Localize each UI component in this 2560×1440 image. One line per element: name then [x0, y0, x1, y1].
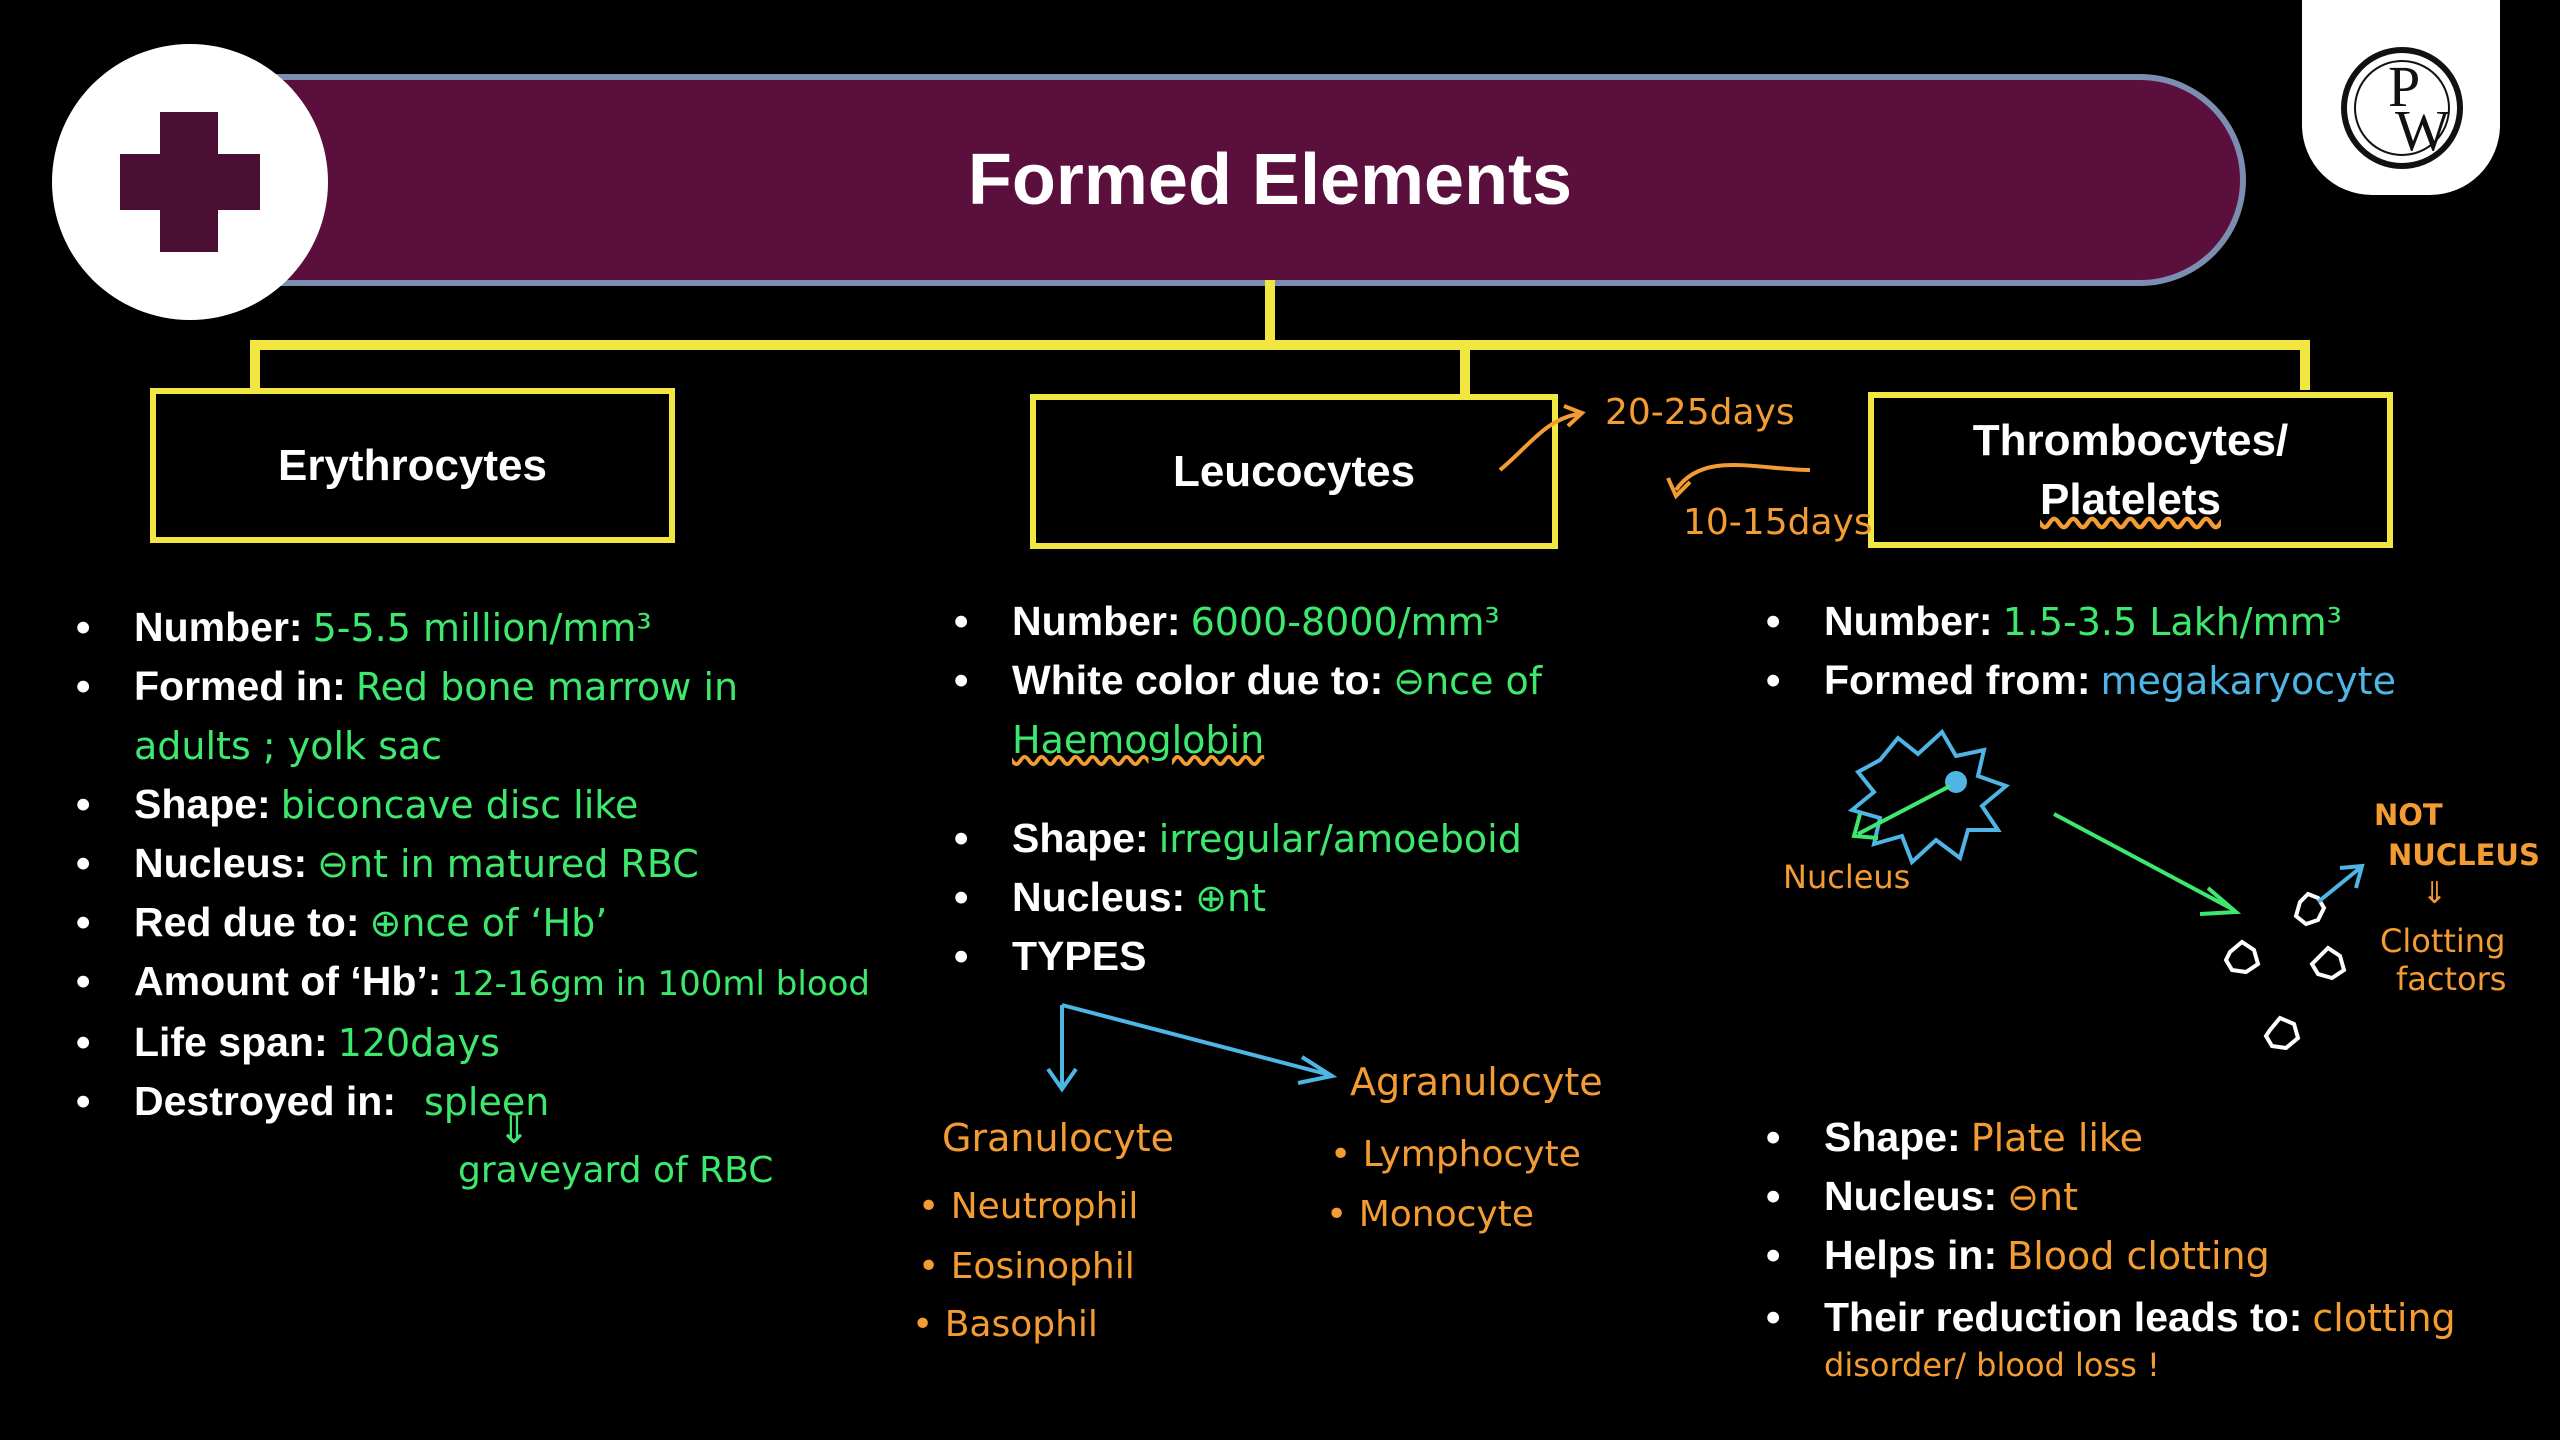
list-item: Number:5-5.5 million/mm³ [70, 598, 930, 657]
not-nucleus-arrow [2316, 866, 2362, 904]
thrombocytes-title-line1: Thrombocytes/ [1972, 415, 2289, 465]
erythrocytes-box: Erythrocytes [150, 388, 675, 543]
list-item: Nucleus:⊕nt [948, 868, 1708, 927]
clotting-factors-line1: Clotting [2380, 922, 2506, 960]
list-item: Life span:120days [70, 1013, 930, 1072]
list-item: Shape:irregular/amoeboid [948, 809, 1708, 868]
pw-logo-letter-w: W [2395, 98, 2450, 163]
granulocyte-title: Granulocyte [942, 1116, 1174, 1160]
leucocytes-facts: Number:6000-8000/mm³ White color due to:… [948, 592, 1708, 985]
list-item: • Lymphocyte [1330, 1134, 1581, 1175]
erythrocytes-title: Erythrocytes [277, 440, 547, 490]
platelet-icon [2223, 939, 2261, 975]
list-item: Nucleus:⊖nt in matured RBC [70, 834, 930, 893]
connector-thrombocytes [2300, 340, 2310, 390]
connector-erythrocytes [250, 340, 260, 390]
megakaryocyte-cell-icon [1847, 728, 2010, 866]
thrombocytes-facts-bottom: Shape:Plate like Nucleus:⊖nt Helps in:Bl… [1760, 1108, 2550, 1387]
platelet-icon [2263, 1015, 2301, 1051]
nucleus-pointer-arrow [1857, 784, 1951, 836]
megakaryocyte-diagram [1847, 728, 2242, 916]
leucocyte-lifespan-arrowhead [1563, 404, 1586, 428]
lifespan-arrows [1498, 404, 1811, 500]
fragmentation-arrow [2053, 812, 2235, 912]
leucocytes-box: Leucocytes [1030, 394, 1558, 549]
leucocyte-lifespan-note: 20-25days [1605, 392, 1795, 433]
nucleus-dot [1945, 771, 1967, 793]
leucocytes-title: Leucocytes [1172, 446, 1416, 496]
list-item: Nucleus:⊖nt [1760, 1167, 2550, 1226]
list-item: • Monocyte [1326, 1194, 1534, 1235]
connector-leucocytes [1460, 340, 1470, 396]
connector-trunk [1265, 280, 1275, 342]
pw-logo-letter-p: P [2388, 54, 2420, 119]
graveyard-note: graveyard of RBC [458, 1150, 774, 1191]
leucocyte-lifespan-arrow [1498, 412, 1579, 472]
not-nucleus-line1: NOT [2374, 798, 2443, 832]
list-item: • Neutrophil [918, 1186, 1139, 1227]
list-item: Shape:Plate like [1760, 1108, 2550, 1167]
platelet-lifespan-note: 10-15days [1683, 502, 1873, 543]
erythrocytes-facts: Number:5-5.5 million/mm³ Formed in:Red b… [70, 598, 930, 1131]
not-nucleus-arrow-down: ⇓ [2422, 876, 2448, 911]
list-item: • Eosinophil [918, 1246, 1135, 1287]
list-item: Their reduction leads to:clottingdisorde… [1760, 1295, 2550, 1387]
platelet-lifespan-arrowhead [1666, 477, 1692, 500]
clotting-factors-line2: factors [2396, 960, 2507, 998]
spleen-arrow: ⇓ [498, 1108, 530, 1152]
not-nucleus-line2: NUCLEUS [2388, 838, 2540, 872]
agranulocyte-title: Agranulocyte [1350, 1060, 1603, 1104]
platelet-icon [2293, 891, 2327, 927]
thrombocytes-title-line2: Platelets [2040, 475, 2221, 524]
list-item: TYPES [948, 927, 1708, 985]
platelets-diagram [2223, 863, 2365, 1051]
list-item: Formed from:megakaryocyte [1760, 651, 2540, 710]
platelet-icon [2309, 945, 2347, 981]
list-item: Number:6000-8000/mm³ [948, 592, 1708, 651]
title-banner [265, 80, 2240, 280]
types-arrows [1046, 1003, 1338, 1093]
list-item: Amount of ‘Hb’:12-16gm in 100ml blood [70, 952, 930, 1013]
list-item: Red due to:⊕nce of ‘Hb’ [70, 893, 930, 952]
medical-cross-icon-bar [120, 154, 260, 210]
nucleus-label: Nucleus [1783, 858, 1911, 896]
list-item: Shape:biconcave disc like [70, 775, 930, 834]
list-item: • Basophil [912, 1304, 1098, 1345]
platelet-lifespan-arrow [1674, 463, 1811, 492]
list-item: Destroyed in:spleen [70, 1072, 930, 1131]
connector-horizontal [250, 340, 2310, 350]
list-item: Number:1.5-3.5 Lakh/mm³ [1760, 592, 2540, 651]
pw-logo-icon: P W [2341, 47, 2463, 169]
thrombocytes-box: Thrombocytes/ Platelets [1868, 392, 2393, 548]
thrombocytes-facts-top: Number:1.5-3.5 Lakh/mm³ Formed from:mega… [1760, 592, 2540, 710]
list-item: Helps in:Blood clotting [1760, 1226, 2550, 1285]
page-title: Formed Elements [967, 140, 1573, 220]
pw-logo-tab: P W [2302, 0, 2500, 195]
